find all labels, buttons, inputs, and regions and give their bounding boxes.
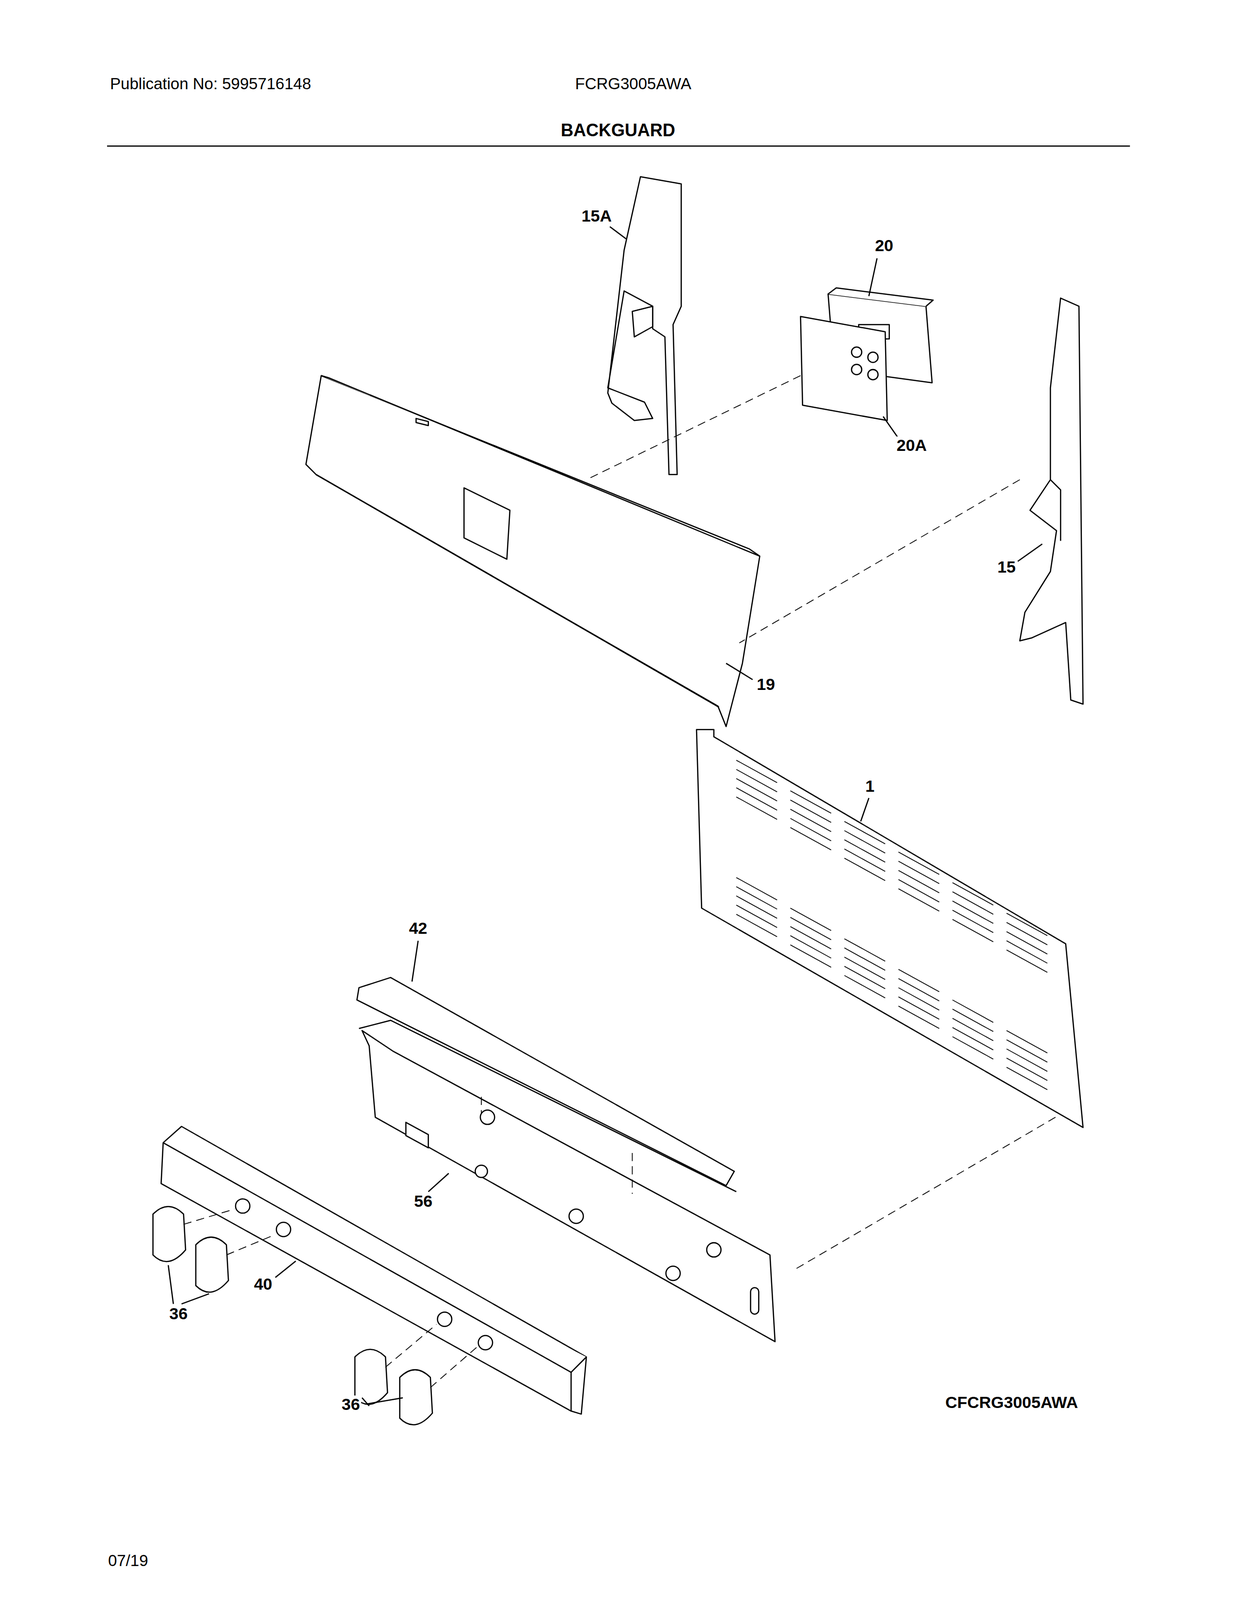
louver-slot <box>898 987 940 1010</box>
louver-slot <box>790 917 832 940</box>
louver-slot <box>790 944 832 967</box>
louver-slot <box>736 778 777 801</box>
louver-slot <box>898 978 940 1001</box>
louver-slot <box>1006 949 1048 972</box>
louver-slot <box>844 839 886 862</box>
louver-slot <box>844 830 886 853</box>
louver-slot <box>898 851 940 874</box>
louver-slot <box>898 888 940 911</box>
louver-slot <box>844 938 886 961</box>
louver-slot <box>844 848 886 872</box>
callout-number: 19 <box>755 675 777 694</box>
callout-number: 42 <box>408 919 429 937</box>
callout-number: 36 <box>340 1394 362 1413</box>
louver-slot <box>736 877 777 900</box>
louver-slot <box>1006 1048 1048 1071</box>
louver-slot <box>844 975 886 998</box>
louver-slot <box>952 882 994 905</box>
louver-slot <box>1006 921 1048 945</box>
louver-slot <box>1006 913 1048 936</box>
louver-slot <box>1006 1057 1048 1080</box>
louver-slot <box>952 1017 994 1041</box>
louver-slot <box>790 907 832 931</box>
louver-slot <box>736 796 777 820</box>
callout-number: 20 <box>873 236 895 255</box>
louver-slot <box>898 870 940 893</box>
louver-slot <box>844 857 886 881</box>
callout-number: 15 <box>996 557 1017 576</box>
callout-number: 15A <box>580 206 613 225</box>
louver-slot <box>1006 931 1048 954</box>
louver-slot <box>952 909 994 933</box>
louver-slot <box>1006 1030 1048 1053</box>
louver-slot <box>790 799 832 823</box>
louver-slot <box>1006 1039 1048 1062</box>
louver-slot <box>898 996 940 1019</box>
louver-slot <box>898 879 940 902</box>
louver-slot <box>790 926 832 949</box>
callout-number: 40 <box>253 1274 274 1293</box>
louver-slot <box>736 787 777 810</box>
louver-slot <box>898 860 940 884</box>
louver-slot <box>952 900 994 923</box>
louver-slot <box>898 968 940 992</box>
louver-slot <box>736 769 777 792</box>
louver-slot <box>790 827 832 850</box>
louver-slot <box>736 886 777 909</box>
louver-slot <box>1006 940 1048 963</box>
model-number: FCRG3005AWA <box>574 74 693 93</box>
louver-slot <box>790 808 832 832</box>
louver-slot <box>952 999 994 1022</box>
louver-slot <box>844 956 886 980</box>
louver-slot <box>844 966 886 989</box>
louver-slot <box>790 935 832 958</box>
drawing-code: CFCRG3005AWA <box>944 1393 1079 1411</box>
louver-slot <box>952 1036 994 1059</box>
callout-number: 56 <box>412 1192 434 1211</box>
louver-slot <box>736 914 777 937</box>
louver-slot <box>736 904 777 928</box>
louver-slot <box>844 947 886 970</box>
louver-slot <box>898 1005 940 1029</box>
louver-slot <box>952 1008 994 1031</box>
callout-number: 1 <box>864 776 876 795</box>
page-title: BACKGUARD <box>560 121 676 141</box>
louver-slot <box>736 895 777 919</box>
louver-slot <box>790 818 832 841</box>
louver-slot <box>952 891 994 914</box>
louver-slot <box>952 919 994 942</box>
louver-slot <box>736 760 777 783</box>
publication-number: Publication No: 5995716148 <box>109 74 313 93</box>
louver-slot <box>1006 1066 1048 1090</box>
louver-slot <box>952 1027 994 1050</box>
callout-number: 20A <box>895 436 928 455</box>
callout-number: 36 <box>168 1304 189 1323</box>
louver-slot <box>790 790 832 813</box>
louver-slot <box>844 821 886 844</box>
date-code: 07/19 <box>107 1551 150 1569</box>
